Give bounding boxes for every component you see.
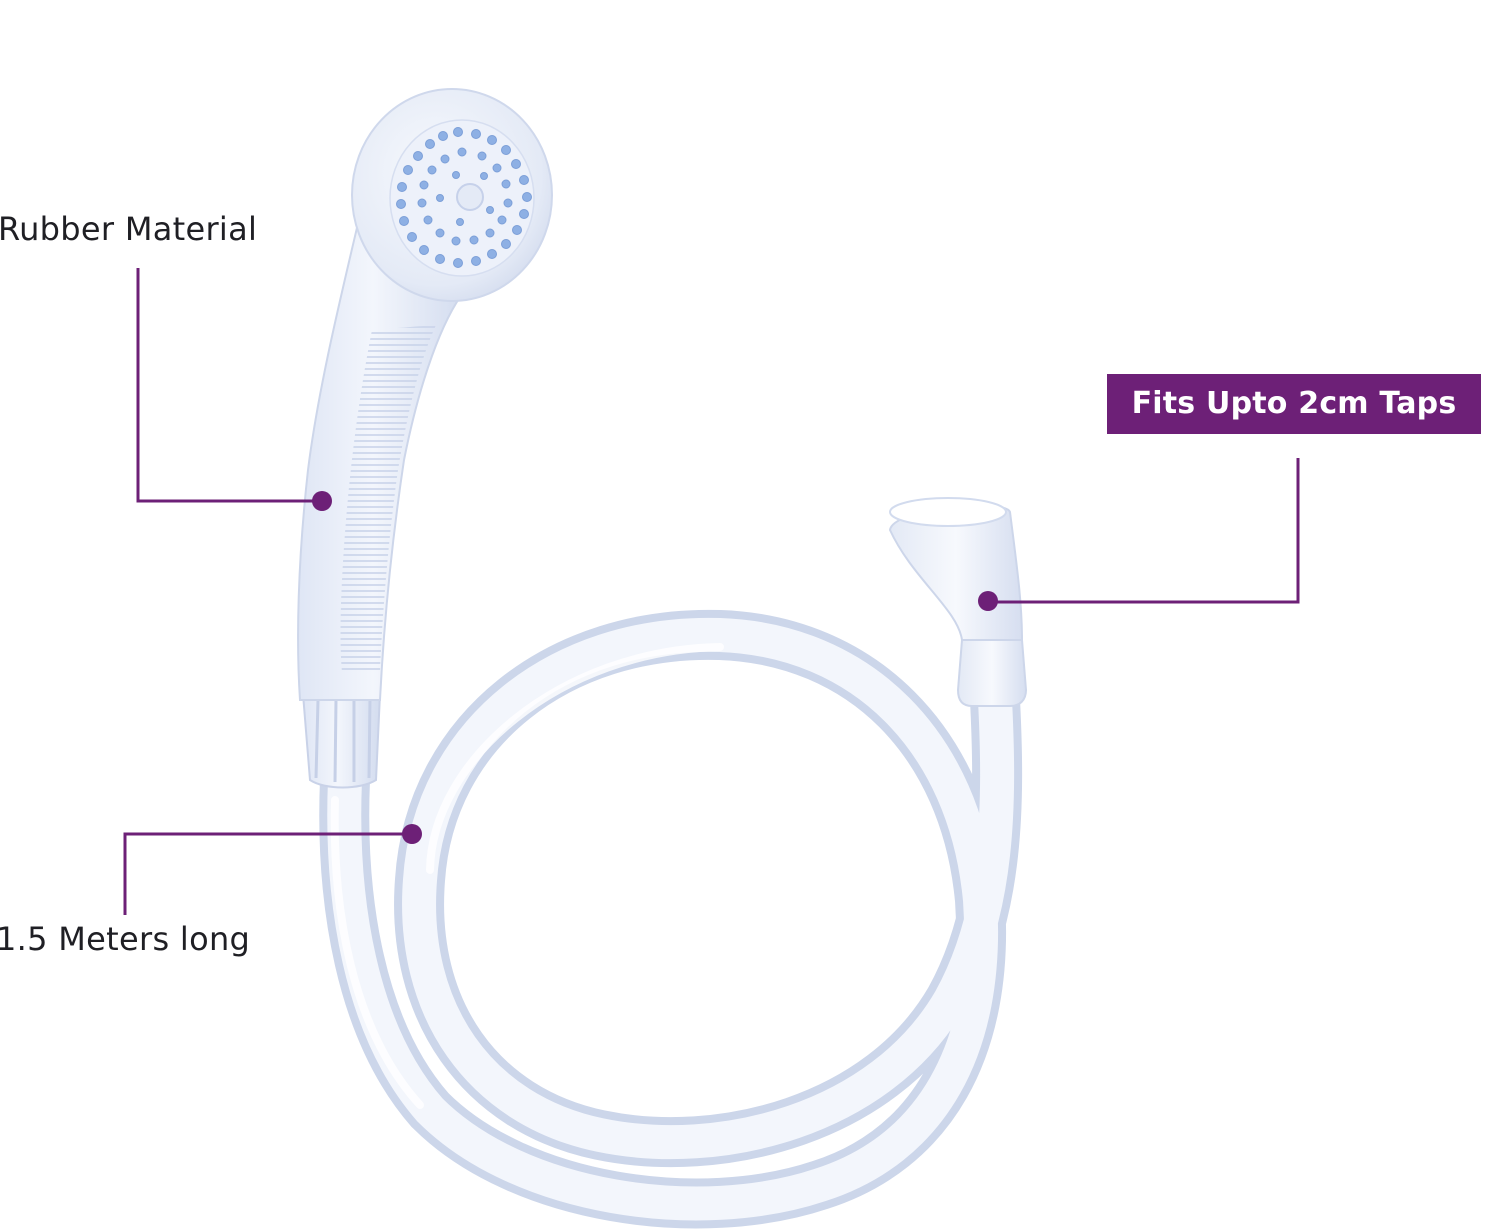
callout-hose-length: 1.5 Meters long [0,920,251,958]
callout-line-taps [988,458,1300,604]
callout-dots [312,491,998,844]
hand-shower [297,88,553,789]
callout-dot-rubber [312,491,332,511]
taps-badge [1107,374,1481,434]
callout-fits-taps: Fits Upto 2cm Taps [1131,386,1457,421]
hose [319,609,1023,1229]
callout-dot-taps [978,591,998,611]
callout-line-length [123,832,412,915]
callout-rubber-material: Rubber Material [0,210,258,248]
callout-line-rubber [136,268,322,503]
callout-dot-length [402,824,422,844]
callout-lines [123,268,1300,915]
